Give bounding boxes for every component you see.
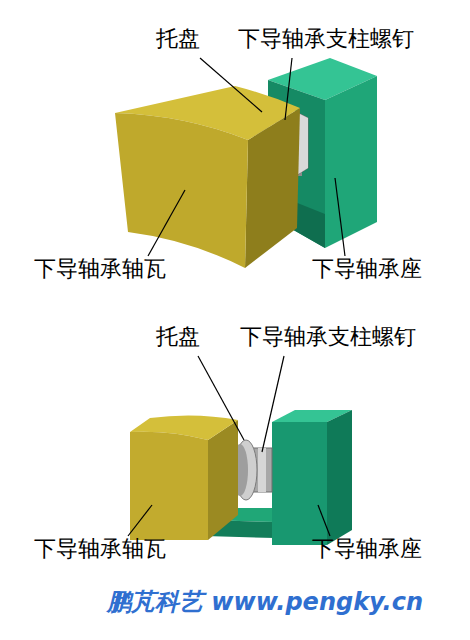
part-label: 下导轴承轴瓦: [34, 256, 166, 281]
label-holder: 托盘: [156, 324, 200, 350]
part-label: 下导轴承座: [312, 536, 422, 561]
part-label: 下导轴承支柱螺钉: [240, 324, 416, 349]
label-holder: 鹏芃科艺 www.pengky.cn: [107, 588, 423, 617]
label-holder: 下导轴承支柱螺钉: [238, 26, 414, 52]
label-holder: 托盘: [156, 26, 200, 52]
bearing-shoe-top: [115, 86, 300, 268]
watermark: 鹏芃科艺 www.pengky.cn: [107, 588, 423, 616]
part-label: 下导轴承座: [312, 256, 422, 281]
part-label: 下导轴承轴瓦: [34, 536, 166, 561]
part-label: 托盘: [156, 26, 200, 51]
bearing-shoe-bottom: [130, 415, 238, 540]
label-holder: 下导轴承支柱螺钉: [240, 324, 416, 350]
label-holder: 下导轴承轴瓦: [34, 256, 166, 282]
part-label: 下导轴承支柱螺钉: [238, 26, 414, 51]
label-holder: 下导轴承座: [312, 536, 422, 562]
label-holder: 下导轴承轴瓦: [34, 536, 166, 562]
part-label: 托盘: [156, 324, 200, 349]
bearing-seat-bottom: [205, 410, 352, 545]
leader-lines: [128, 58, 345, 536]
label-holder: 下导轴承座: [312, 256, 422, 282]
